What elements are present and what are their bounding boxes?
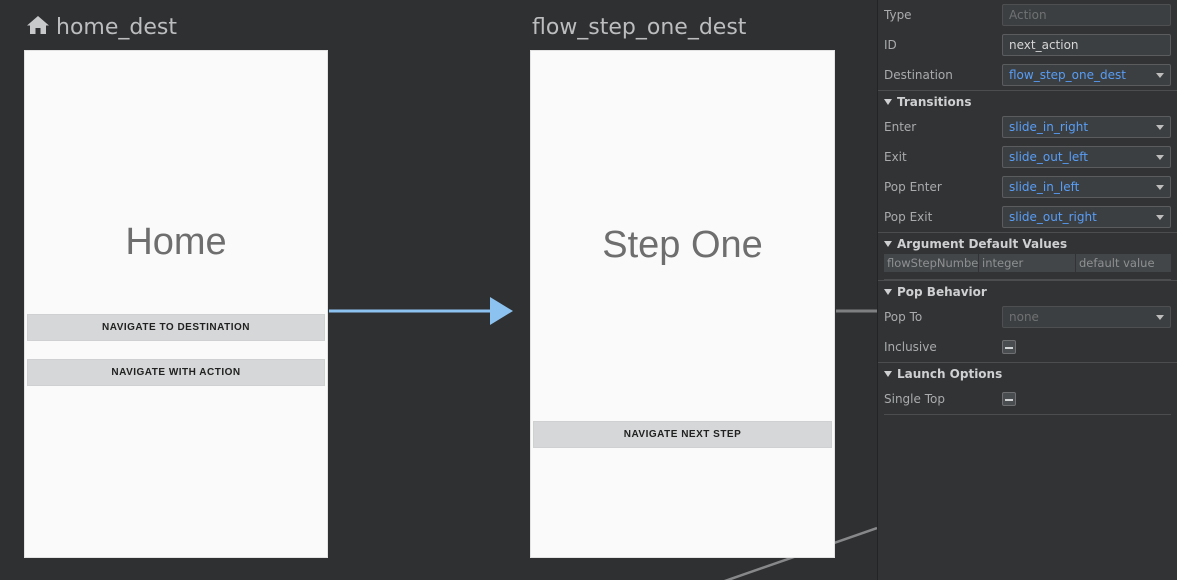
preview-title-step-one: Step One — [602, 224, 763, 266]
panel-bottom-divider — [884, 414, 1171, 415]
destination-title-label: flow_step_one_dest — [532, 15, 747, 40]
argument-default-value-cell[interactable]: default value — [1076, 254, 1171, 272]
id-input[interactable]: next_action — [1002, 34, 1171, 56]
chevron-down-icon — [1156, 185, 1164, 190]
field-label-destination: Destination — [884, 68, 953, 82]
destination-preview-home-dest[interactable]: Home NAVIGATE TO DESTINATION NAVIGATE WI… — [24, 50, 328, 558]
triangle-down-icon — [884, 98, 892, 105]
enter-dropdown[interactable]: slide_in_right — [1002, 116, 1171, 138]
field-label-pop-exit: Pop Exit — [884, 210, 933, 224]
destination-dropdown[interactable]: flow_step_one_dest — [1002, 64, 1171, 86]
destination-preview-flow-step-one-dest[interactable]: Step One NAVIGATE NEXT STEP — [530, 50, 835, 558]
preview-button-navigate-next-step[interactable]: NAVIGATE NEXT STEP — [533, 421, 832, 448]
triangle-down-icon — [884, 288, 892, 295]
pop-exit-dropdown[interactable]: slide_out_right — [1002, 206, 1171, 228]
field-row-pop-enter: Pop Enter slide_in_left — [878, 172, 1177, 202]
field-label-pop-enter: Pop Enter — [884, 180, 942, 194]
chevron-down-icon — [1156, 125, 1164, 130]
section-header-argument-default-values[interactable]: Argument Default Values — [878, 232, 1177, 254]
argument-type-cell[interactable]: integer — [979, 254, 1076, 272]
field-row-pop-exit: Pop Exit slide_out_right — [878, 202, 1177, 232]
field-label-enter: Enter — [884, 120, 917, 134]
field-row-pop-to: Pop To none — [878, 302, 1177, 332]
section-title: Pop Behavior — [897, 284, 987, 299]
preview-button-navigate-with-action[interactable]: NAVIGATE WITH ACTION — [27, 359, 325, 386]
field-label-exit: Exit — [884, 150, 907, 164]
pop-enter-dropdown[interactable]: slide_in_left — [1002, 176, 1171, 198]
destination-title-home-dest: home_dest — [24, 6, 328, 50]
argument-table-divider — [884, 272, 1171, 280]
exit-value: slide_out_left — [1009, 150, 1089, 164]
destination-flow-step-one-dest[interactable]: flow_step_one_dest Step One NAVIGATE NEX… — [530, 6, 835, 558]
home-icon — [26, 14, 50, 43]
field-row-id: ID next_action — [878, 30, 1177, 60]
chevron-down-icon — [1156, 155, 1164, 160]
field-row-exit: Exit slide_out_left — [878, 142, 1177, 172]
preview-title-home: Home — [125, 221, 227, 263]
triangle-down-icon — [884, 370, 892, 377]
pop-exit-value: slide_out_right — [1009, 210, 1097, 224]
field-row-single-top: Single Top — [878, 384, 1177, 414]
pop-enter-value: slide_in_left — [1009, 180, 1080, 194]
field-row-type: Type Action — [878, 0, 1177, 30]
destination-home-dest[interactable]: home_dest Home NAVIGATE TO DESTINATION N… — [24, 6, 328, 558]
single-top-checkbox[interactable] — [1002, 392, 1016, 406]
section-title: Launch Options — [897, 366, 1003, 381]
pop-to-value: none — [1009, 310, 1039, 324]
edge-home-to-flow-step-one — [329, 297, 513, 325]
triangle-down-icon — [884, 240, 892, 247]
pop-to-dropdown[interactable]: none — [1002, 306, 1171, 328]
navigation-graph-canvas[interactable]: home_dest Home NAVIGATE TO DESTINATION N… — [0, 0, 877, 580]
field-row-enter: Enter slide_in_right — [878, 112, 1177, 142]
section-header-launch-options[interactable]: Launch Options — [878, 362, 1177, 384]
field-label-pop-to: Pop To — [884, 310, 923, 324]
destination-title-flow-step-one-dest: flow_step_one_dest — [530, 6, 835, 50]
field-row-destination: Destination flow_step_one_dest — [878, 60, 1177, 90]
section-title: Argument Default Values — [897, 236, 1068, 251]
field-label-type: Type — [884, 8, 912, 22]
exit-dropdown[interactable]: slide_out_left — [1002, 146, 1171, 168]
destination-value: flow_step_one_dest — [1009, 68, 1126, 82]
field-label-single-top: Single Top — [884, 392, 945, 406]
preview-button-navigate-to-destination[interactable]: NAVIGATE TO DESTINATION — [27, 314, 325, 341]
destination-title-label: home_dest — [56, 15, 177, 40]
type-input: Action — [1002, 4, 1171, 26]
chevron-down-icon — [1156, 315, 1164, 320]
field-label-inclusive: Inclusive — [884, 340, 937, 354]
chevron-down-icon — [1156, 215, 1164, 220]
field-row-inclusive: Inclusive — [878, 332, 1177, 362]
section-header-transitions[interactable]: Transitions — [878, 90, 1177, 112]
field-label-id: ID — [884, 38, 897, 52]
argument-table-row[interactable]: flowStepNumbe integer default value — [884, 254, 1171, 272]
section-header-pop-behavior[interactable]: Pop Behavior — [878, 280, 1177, 302]
inclusive-checkbox[interactable] — [1002, 340, 1016, 354]
argument-name-cell[interactable]: flowStepNumbe — [884, 254, 979, 272]
section-title: Transitions — [897, 94, 972, 109]
enter-value: slide_in_right — [1009, 120, 1089, 134]
chevron-down-icon — [1156, 73, 1164, 78]
attributes-inspector-panel: Type Action ID next_action Destination f… — [877, 0, 1177, 580]
